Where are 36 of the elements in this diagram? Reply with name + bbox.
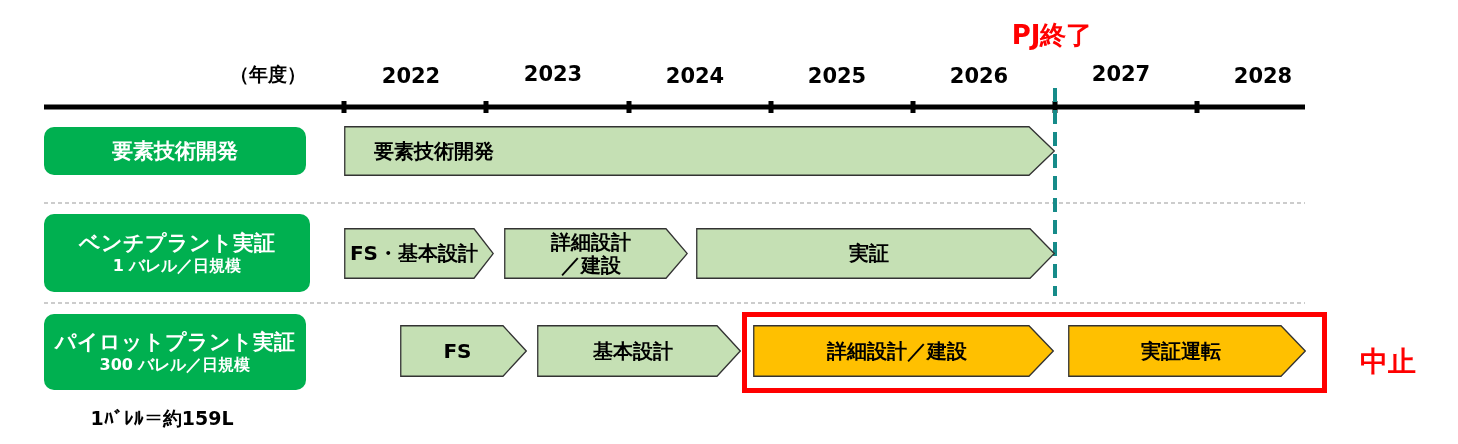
- row-title: 要素技術開発: [112, 137, 238, 165]
- phase-block: [537, 325, 741, 377]
- year-label: 2026: [949, 63, 1009, 89]
- phase-block: [504, 228, 688, 279]
- footnote: 1ﾊﾞﾚﾙ＝約159L: [90, 408, 234, 430]
- row-title: ベンチプラント実証: [79, 229, 275, 257]
- year-label: 2022: [381, 63, 441, 89]
- phase-label: 詳細設計／建設: [827, 339, 967, 363]
- unit-label: （年度）: [230, 64, 306, 86]
- phase-label: 詳細設計／建設: [549, 230, 632, 277]
- row-header: [44, 214, 310, 292]
- phase-label: FS: [443, 339, 472, 363]
- phase-block: [344, 228, 494, 279]
- row-subtitle: 1 バレル／日規模: [112, 256, 242, 277]
- phase-label: 実証: [849, 242, 889, 265]
- phase-label: 基本設計: [593, 339, 673, 363]
- row-header: [44, 314, 306, 390]
- year-label: 2028: [1233, 63, 1293, 89]
- phase-label: 実証運転: [1140, 339, 1221, 363]
- highlight-frame: [742, 312, 1327, 393]
- milestone-label: PJ終了: [1011, 21, 1093, 51]
- year-label: 2027: [1091, 61, 1151, 87]
- row-header: [44, 127, 306, 175]
- phase-block: [1068, 325, 1306, 377]
- year-label: 2024: [665, 63, 725, 89]
- row-subtitle: 300 バレル／日規模: [99, 355, 251, 376]
- phase-block: [344, 126, 1055, 176]
- phase-block: [753, 325, 1054, 377]
- phase-label: FS・基本設計: [349, 242, 479, 265]
- phase-block: [400, 325, 527, 377]
- phase-label: 要素技術開発: [374, 139, 494, 163]
- row-title: パイロットプラント実証: [55, 328, 295, 356]
- phase-block: [696, 228, 1055, 279]
- year-label: 2025: [807, 63, 867, 89]
- year-label: 2023: [523, 61, 583, 87]
- status-label: 中止: [1360, 345, 1416, 379]
